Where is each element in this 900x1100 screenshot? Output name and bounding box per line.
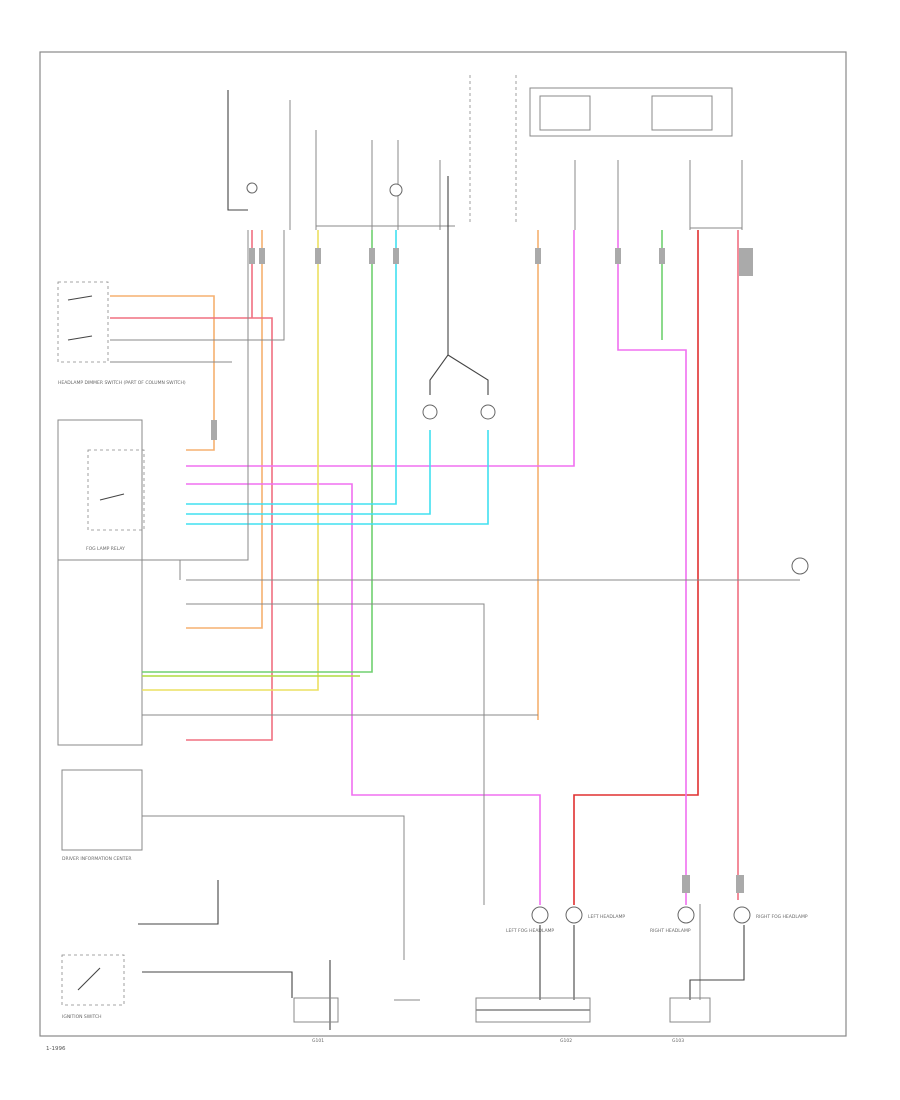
left-headlamp-label: LEFT HEADLAMP <box>588 914 625 920</box>
right-fog-headlamp: RIGHT FOG HEADLAMP <box>733 906 808 924</box>
right-fog-indicator-lamp <box>480 404 496 420</box>
wire-magenta <box>186 230 687 905</box>
dash-indicator-lamp <box>791 557 809 575</box>
wire-green <box>142 230 663 673</box>
ground-g102-label: G102 <box>560 1038 572 1044</box>
fog-lamp-relay: FOG LAMP RELAY <box>86 449 145 552</box>
wire-black <box>138 176 745 1030</box>
wire-gray <box>110 230 800 1000</box>
ground-blocks: G101 G102 G103 <box>293 997 711 1044</box>
left-fog-indicator-lamp <box>422 404 438 420</box>
left-fog-headlamp: LEFT FOG HEADLAMP <box>506 906 554 934</box>
ground-g101-label: G101 <box>312 1038 324 1044</box>
right-fog-headlamp-label: RIGHT FOG HEADLAMP <box>756 914 808 920</box>
connector-markers <box>211 248 753 893</box>
wire-yellow <box>142 230 319 691</box>
wire-orange <box>110 230 539 720</box>
wire-pink <box>110 230 739 900</box>
ignition-switch: IGNITION SWITCH <box>61 954 125 1020</box>
headlamp-dimmer-switch-label: HEADLAMP DIMMER SWITCH (PART OF COLUMN S… <box>58 380 186 386</box>
diagram-footer-code: 1-1996 <box>46 1046 66 1052</box>
fog-lamp-relay-label: FOG LAMP RELAY <box>86 546 125 552</box>
instrument-cluster: DRIVER INFORMATION CENTER <box>57 419 180 862</box>
ignition-switch-label: IGNITION SWITCH <box>62 1014 102 1020</box>
wire-cyan <box>186 230 489 525</box>
wire-red <box>573 230 699 905</box>
right-headlamp: RIGHT HEADLAMP <box>650 906 695 934</box>
headlamp-dimmer-switch: HEADLAMP DIMMER SWITCH (PART OF COLUMN S… <box>57 281 186 386</box>
driver-info-center-label: DRIVER INFORMATION CENTER <box>62 856 131 862</box>
left-fog-headlamp-label: LEFT FOG HEADLAMP <box>506 928 554 934</box>
left-headlamp: LEFT HEADLAMP <box>565 906 625 924</box>
power-source-section <box>227 75 743 230</box>
right-headlamp-label: RIGHT HEADLAMP <box>650 928 691 934</box>
diagram-frame <box>39 51 847 1037</box>
ground-g103-label: G103 <box>672 1038 684 1044</box>
